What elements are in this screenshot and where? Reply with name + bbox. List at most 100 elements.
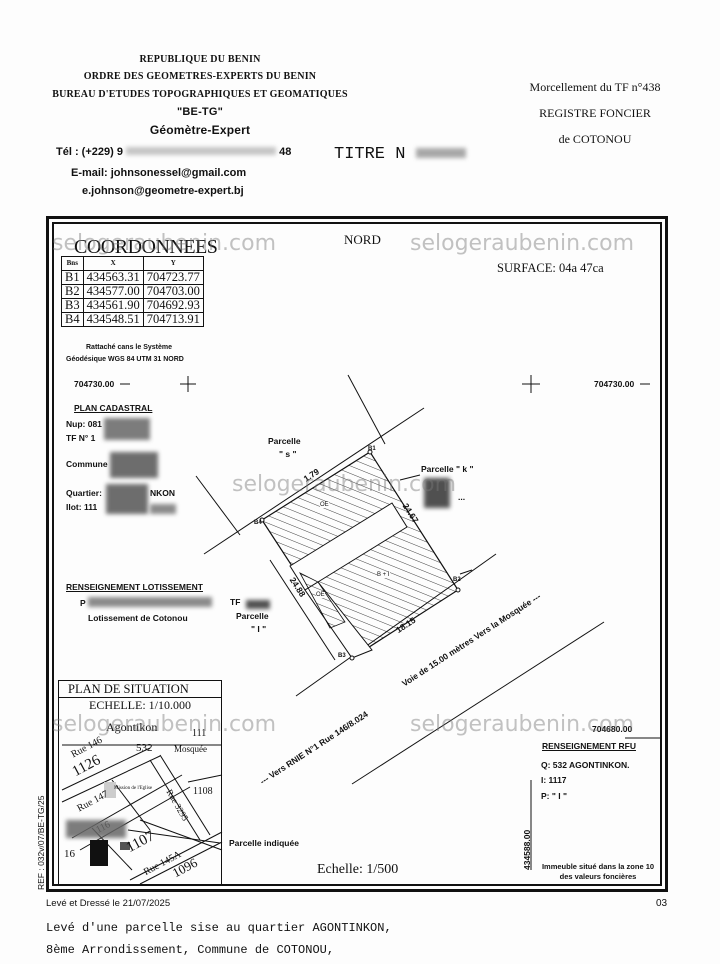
email-primary[interactable]: E-mail: johnsonessel@gmail.com — [71, 167, 247, 179]
watermark-4: selogeraubenin.com — [52, 712, 277, 737]
header-bns: Bns — [61, 256, 84, 271]
ref-label: REF : 032v/07/BE-TG/25 — [36, 795, 46, 890]
corner-b1: B1 — [368, 446, 376, 452]
titre-text: TITRE N — [334, 145, 406, 164]
parcelle-indiquee-label: Parcelle indiquée — [229, 838, 299, 848]
registre-heading: REGISTRE FONCIER — [539, 106, 651, 120]
cadastral-title: PLAN CADASTRAL — [74, 403, 153, 413]
coords-title: COORDONNEES — [74, 236, 218, 258]
cell-x: 434561.90 — [82, 298, 144, 313]
rfu-p: P: " I " — [541, 791, 568, 801]
cadastral-commune: Commune — [66, 459, 108, 469]
coords-header-row: Bns X Y — [61, 256, 204, 271]
tel-prefix: Tél : (+229) 9 — [56, 146, 123, 158]
surface-label: SURFACE: 04a 47ca — [497, 261, 604, 275]
grid-label-bottom-right: 704680.00 — [592, 724, 633, 734]
redacted-titre — [415, 148, 466, 158]
oe-label-2: OE — [316, 592, 325, 598]
redacted-nup — [104, 418, 150, 440]
leve-date: Levé et Dressé le 21/07/2025 — [46, 898, 171, 909]
situation-1108: 1108 — [193, 786, 213, 797]
cotonou-heading: de COTONOU — [558, 132, 632, 146]
redacted-situation — [66, 820, 126, 838]
redacted-tf — [246, 600, 270, 609]
table-row: B2 434577.00 704703.00 — [61, 284, 204, 299]
situation-agontikon: Agontikon — [106, 720, 158, 734]
parcelle-i-label: Parcelle — [236, 611, 269, 621]
rfu-title: RENSEIGNEMENT RFU — [542, 741, 636, 751]
cell-y: 704703.00 — [142, 284, 204, 299]
header-y: Y — [142, 256, 204, 271]
footer-line2: 8ème Arrondissement, Commune de COTONOU, — [46, 943, 335, 957]
lotissement-line2: Lotissement de Cotonou — [88, 613, 188, 623]
order-heading: ORDRE DES GEOMETRES-EXPERTS DU BENIN — [83, 71, 317, 82]
situation-mission: Mission de l'Eglise — [114, 786, 153, 791]
table-row: B4 434548.51 704713.91 — [61, 312, 204, 327]
republic-heading: REPUBLIQUE DU BENIN — [139, 54, 261, 65]
redacted-ilot — [150, 504, 176, 514]
immeuble-note: Immeuble situé dans la zone 10 des valeu… — [541, 862, 655, 881]
corner-markers — [259, 449, 461, 661]
north-label: NORD — [344, 232, 381, 247]
titre-label: TITRE N — [334, 145, 466, 164]
footer-line1: Levé d'une parcelle sise au quartier AGO… — [46, 921, 392, 935]
parcelle-i-name: " I " — [251, 624, 267, 634]
corner-b4: B4 — [254, 520, 262, 526]
cadastral-nup: Nup: 081 — [66, 419, 102, 429]
cell-x: 434548.51 — [82, 312, 144, 327]
cell-y: 704723.77 — [142, 270, 204, 285]
lotissement-title: RENSEIGNEMENT LOTISSEMENT — [66, 582, 203, 592]
corridor-strip — [289, 502, 408, 591]
morcellement-heading: Morcellement du TF n°438 — [529, 80, 661, 94]
tel-suffix: 48 — [279, 146, 292, 158]
grid-label-right: 704730.00 — [594, 379, 635, 389]
watermark-2: selogeraubenin.com — [410, 231, 635, 256]
lotissement-line1: P — [80, 598, 86, 608]
echelle-label: Echelle: 1/500 — [317, 862, 399, 877]
parcel-marker-icon — [90, 840, 108, 866]
cell-point: B4 — [61, 312, 84, 327]
parcelle-k-label: Parcelle " k " — [421, 464, 474, 474]
table-row: B3 434561.90 704692.93 — [61, 298, 204, 313]
grid-label-left: 704730.00 — [74, 379, 115, 389]
rfu-q: Q: 532 AGONTINKON. — [541, 760, 630, 770]
cell-point: B1 — [61, 270, 84, 285]
watermark-1: selogeraubenin.com — [52, 231, 277, 256]
redacted-lotissement — [88, 597, 212, 607]
cadastral-ilot: Ilot: 111 — [66, 502, 98, 512]
parcelle-s-label: Parcelle — [268, 436, 301, 446]
parcelle-s-name: " s " — [279, 449, 297, 459]
situation-16: 16 — [64, 848, 75, 860]
situation-mosquee: Mosquée — [174, 744, 207, 754]
email-secondary[interactable]: e.johnson@geometre-expert.bj — [82, 185, 244, 197]
parcel-plus-label: B + I — [377, 572, 390, 578]
oe-label-1: OE — [320, 502, 329, 508]
cadastral-quartier-end: NKON — [150, 488, 176, 498]
cell-x: 434563.31 — [82, 270, 144, 285]
cell-point: B2 — [61, 284, 84, 299]
rattache-line1: Rattaché cans le Système — [86, 344, 172, 351]
firm-name: "BE-TG" — [176, 106, 224, 118]
cadastral-quartier: Quartier: — [66, 488, 102, 498]
parcelle-k-dots: ... — [458, 492, 466, 502]
redacted-k — [424, 478, 450, 508]
grid-crosses — [180, 375, 540, 393]
table-row: B1 434563.31 704723.77 — [61, 270, 204, 285]
redacted-commune — [110, 452, 158, 478]
role-title: Géomètre-Expert — [149, 123, 251, 137]
watermark-3: selogeraubenin.com — [232, 472, 457, 497]
cell-y: 704692.93 — [142, 298, 204, 313]
cell-point: B3 — [61, 298, 84, 313]
cadastral-tf: TF N° 1 — [66, 433, 96, 443]
coords-table: Bns X Y B1 434563.31 704723.77 B2 434577… — [61, 256, 204, 327]
page-number: 03 — [656, 898, 668, 909]
redacted-quartier — [106, 484, 148, 514]
redacted-phone — [126, 147, 277, 155]
grid-label-x: 434588.00 — [522, 829, 532, 870]
plan-outer-frame — [46, 216, 668, 892]
situation-box — [58, 680, 222, 886]
corner-b3: B3 — [338, 653, 346, 659]
cell-x: 434577.00 — [82, 284, 144, 299]
situation-532: 532 — [136, 742, 153, 754]
header-x: X — [82, 256, 144, 271]
